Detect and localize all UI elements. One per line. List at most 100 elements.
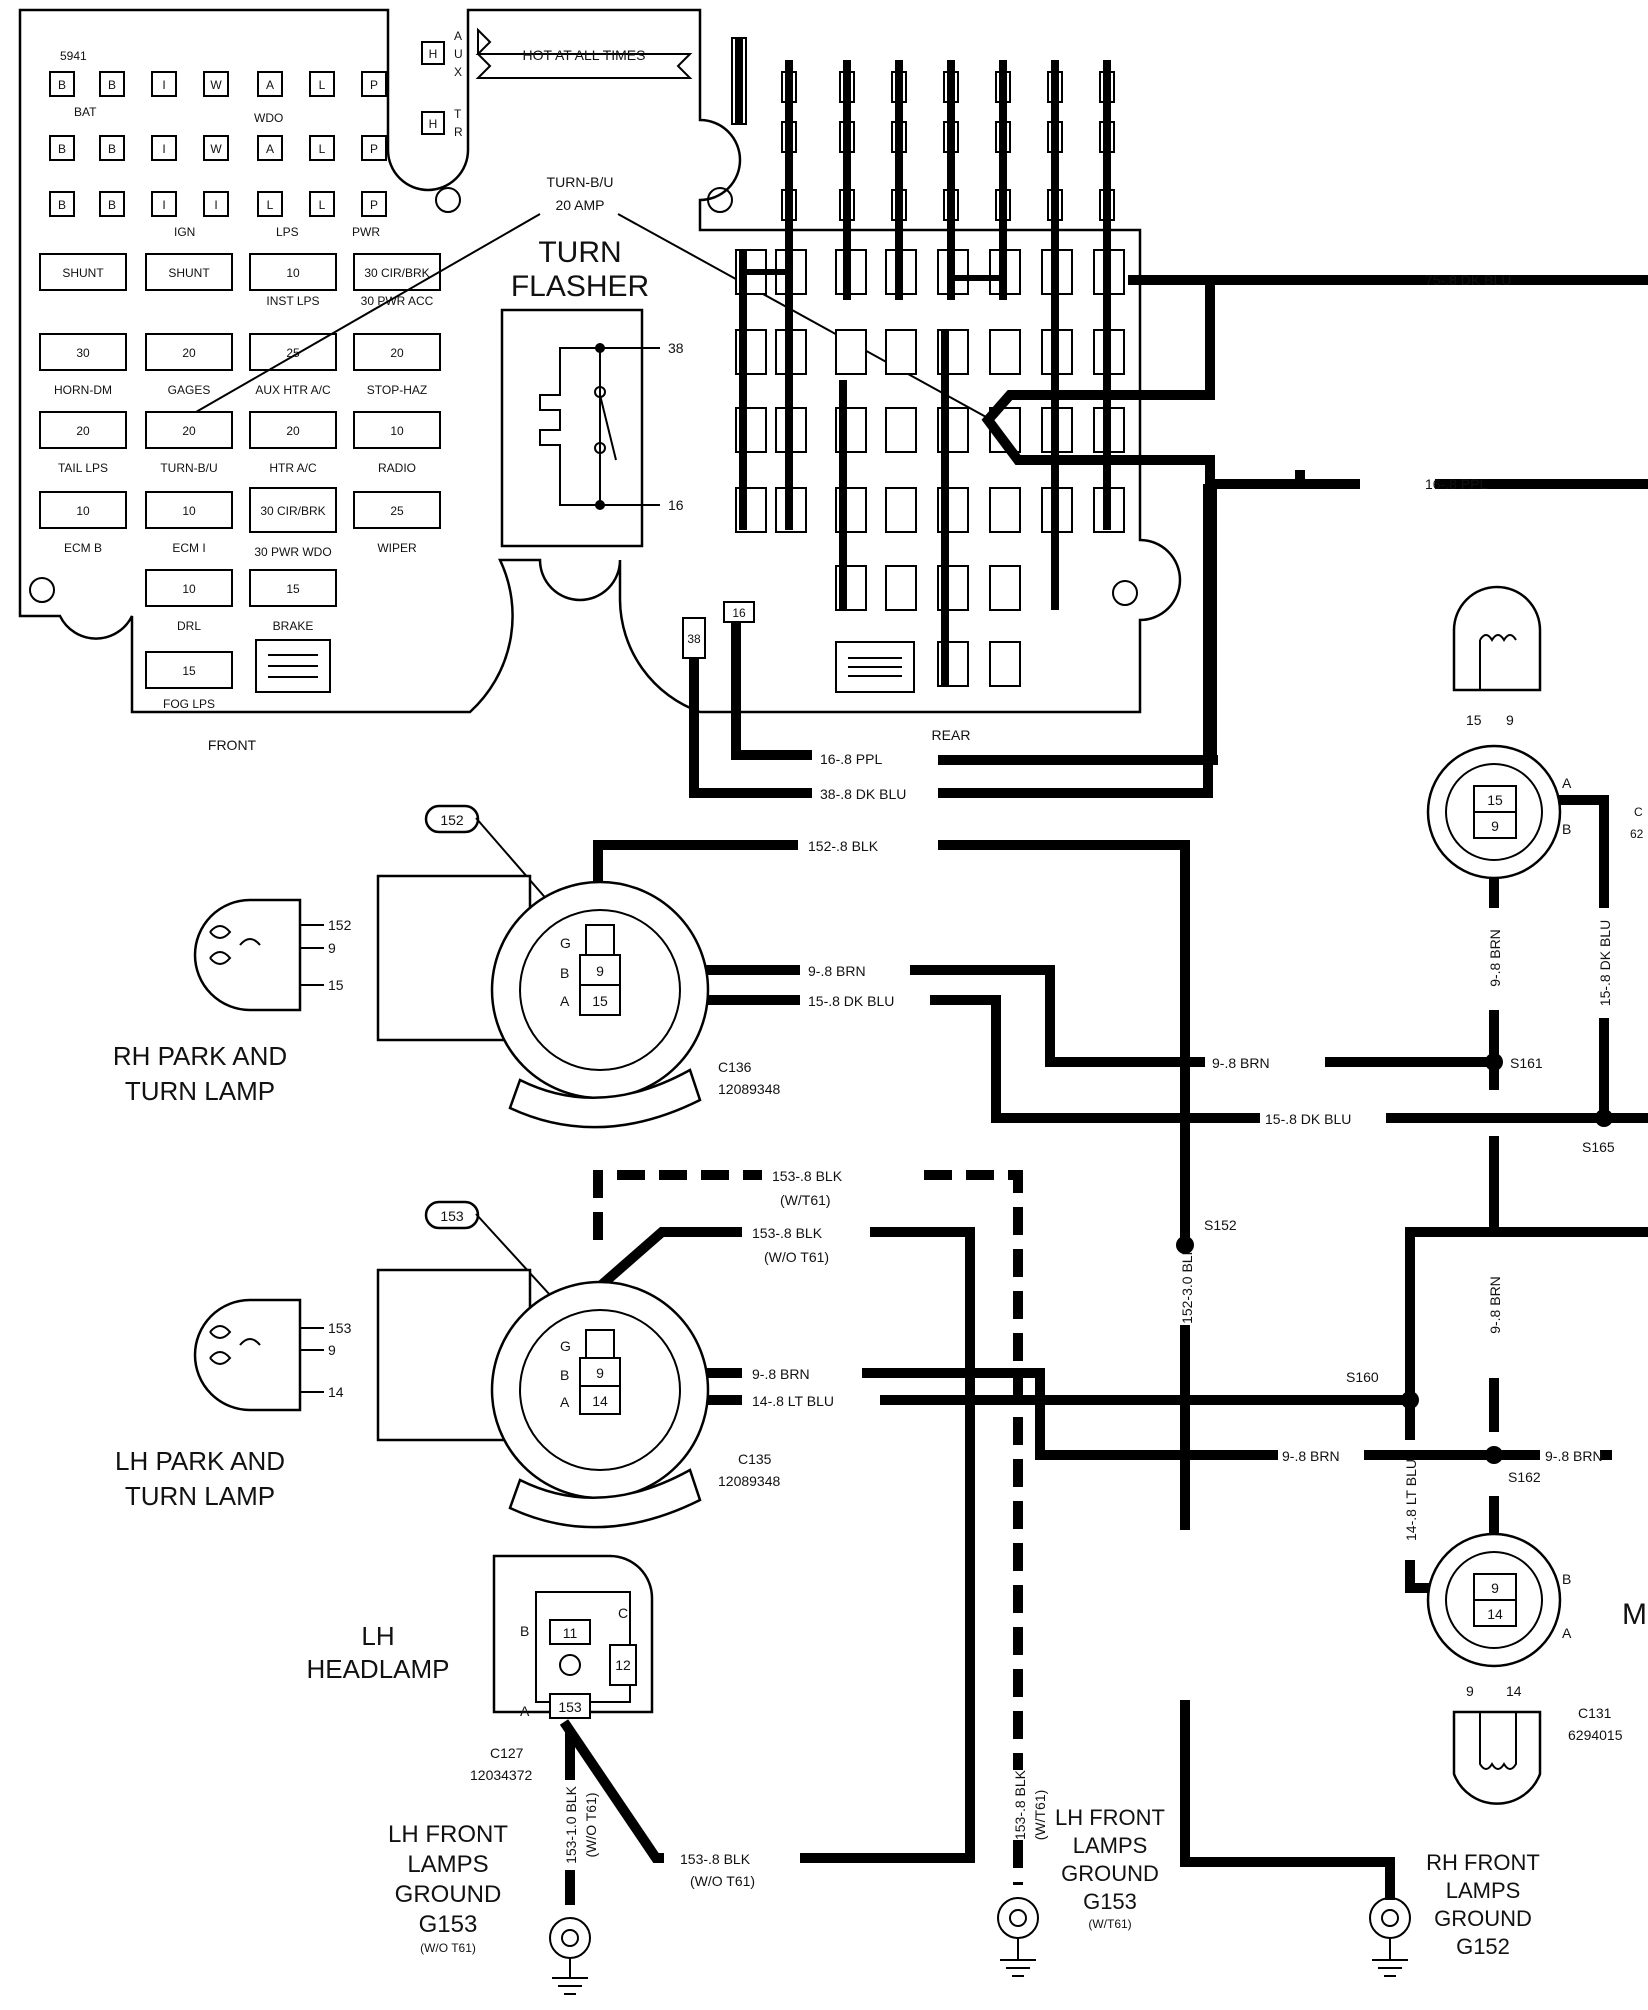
turn-bu-callout: TURN-B/U bbox=[547, 174, 614, 190]
terminal-g bbox=[585, 924, 615, 956]
svg-text:9: 9 bbox=[1466, 1683, 1474, 1699]
svg-text:15: 15 bbox=[328, 977, 344, 993]
svg-text:L: L bbox=[319, 142, 326, 156]
svg-text:I: I bbox=[162, 198, 165, 212]
svg-text:9: 9 bbox=[1506, 712, 1514, 728]
bulb-icon bbox=[193, 898, 302, 1012]
svg-text:RH FRONT: RH FRONT bbox=[1426, 1850, 1540, 1875]
svg-text:30 CIR/BRK: 30 CIR/BRK bbox=[260, 504, 325, 518]
connector-id: C136 bbox=[718, 1059, 752, 1075]
ground-eyelet-icon bbox=[997, 1897, 1039, 1939]
rh-side-marker-top: 15 9 15 9 A B C 62 bbox=[1426, 585, 1644, 880]
wire-label: (W/T61) bbox=[1032, 1790, 1048, 1841]
svg-text:9: 9 bbox=[328, 940, 336, 956]
wire-label: (W/O T61) bbox=[690, 1873, 755, 1889]
svg-text:B: B bbox=[108, 198, 116, 212]
svg-text:(W/O T61): (W/O T61) bbox=[420, 1941, 476, 1955]
splice-label: S165 bbox=[1582, 1139, 1615, 1155]
wire-label: 15-.8 DK BLU bbox=[1265, 1111, 1351, 1127]
wire-label: 38-.8 DK BLU bbox=[820, 786, 906, 802]
svg-text:L: L bbox=[319, 78, 326, 92]
svg-text:B: B bbox=[1562, 821, 1571, 837]
wire-label: 9-.8 BRN bbox=[1487, 1276, 1503, 1334]
svg-text:G: G bbox=[560, 1338, 571, 1354]
bulb-icon bbox=[193, 1298, 302, 1412]
svg-text:TAIL LPS: TAIL LPS bbox=[58, 461, 108, 475]
ground-eyelet-icon bbox=[1369, 1897, 1411, 1939]
wire-label: 15-.8 DK BLU bbox=[808, 993, 894, 1009]
front-label: FRONT bbox=[208, 737, 257, 753]
hot-label: HOT AT ALL TIMES bbox=[523, 47, 646, 63]
svg-text:C: C bbox=[618, 1605, 628, 1621]
svg-text:GROUND: GROUND bbox=[1061, 1861, 1159, 1886]
side-letter: X bbox=[454, 65, 462, 79]
ign-label: IGN bbox=[174, 225, 195, 239]
wire-label: 152-.8 BLK bbox=[808, 838, 879, 854]
wire-label: 9-.8 BRN bbox=[752, 1366, 810, 1382]
wire-label: 153-.8 BLK bbox=[1012, 1769, 1028, 1840]
lamp-title: LH PARK AND bbox=[115, 1446, 285, 1476]
splice-label: S152 bbox=[1204, 1217, 1237, 1233]
svg-text:20: 20 bbox=[286, 424, 300, 438]
wire-label: 9-.8 BRN bbox=[1282, 1448, 1340, 1464]
wire-label: 15-.8 DK BLU bbox=[1597, 920, 1613, 1006]
svg-text:I: I bbox=[162, 142, 165, 156]
svg-text:20: 20 bbox=[76, 424, 90, 438]
wire-label: 16-.8 PPL bbox=[820, 751, 882, 767]
svg-text:SHUNT: SHUNT bbox=[62, 266, 104, 280]
svg-text:L: L bbox=[267, 198, 274, 212]
svg-text:B: B bbox=[1562, 1571, 1571, 1587]
svg-text:A: A bbox=[560, 993, 570, 1009]
svg-text:B: B bbox=[58, 78, 66, 92]
fuse-grid: SHUNT SHUNT 10 30 CIR/BRK INST LPS 30 PW… bbox=[39, 253, 441, 711]
connector-part: 12089348 bbox=[718, 1081, 781, 1097]
wire-label: (W/T61) bbox=[780, 1192, 831, 1208]
svg-text:A: A bbox=[520, 1703, 530, 1719]
svg-text:STOP-HAZ: STOP-HAZ bbox=[367, 383, 427, 397]
wire-153-wt61 bbox=[593, 1170, 1023, 1885]
svg-text:C: C bbox=[1634, 805, 1643, 819]
svg-text:LAMPS: LAMPS bbox=[1446, 1878, 1521, 1903]
terminal-row-1: B B I W A L P BAT WDO bbox=[49, 71, 387, 125]
fuse-block-part-number: 5941 bbox=[60, 49, 87, 63]
terminal-row-3: B B I I L L P IGN LPS PWR bbox=[49, 191, 387, 239]
svg-text:153: 153 bbox=[328, 1320, 352, 1336]
connector-id: C135 bbox=[738, 1451, 772, 1467]
wire-label: 16-.8 PPL bbox=[1425, 476, 1487, 492]
ground-callout-label: 153 bbox=[440, 1208, 464, 1224]
wire-label: (W/O T61) bbox=[764, 1249, 829, 1265]
svg-text:10: 10 bbox=[390, 424, 404, 438]
svg-text:153: 153 bbox=[558, 1699, 582, 1715]
splice-dot bbox=[1485, 1446, 1503, 1464]
bulb-icon bbox=[1452, 1710, 1542, 1805]
terminal-14 bbox=[579, 1385, 621, 1415]
svg-text:B: B bbox=[58, 142, 66, 156]
aux-h-label: H bbox=[429, 47, 438, 61]
svg-text:10: 10 bbox=[286, 266, 300, 280]
wire-label: 153-1.0 BLK bbox=[563, 1785, 579, 1863]
ground-callout-label: 152 bbox=[440, 812, 464, 828]
ground-g152: RH FRONT LAMPS GROUND G152 bbox=[1369, 1850, 1540, 1977]
svg-text:B: B bbox=[520, 1623, 529, 1639]
bat-label: BAT bbox=[74, 105, 97, 119]
svg-text:P: P bbox=[370, 142, 378, 156]
wire-38 bbox=[689, 658, 1213, 798]
connector-part: 12089348 bbox=[718, 1473, 781, 1489]
wire-label: 9-.8 BRN bbox=[808, 963, 866, 979]
svg-text:15: 15 bbox=[1466, 712, 1482, 728]
svg-text:25: 25 bbox=[286, 346, 300, 360]
svg-text:B: B bbox=[58, 198, 66, 212]
svg-text:G153: G153 bbox=[1083, 1889, 1137, 1914]
side-letter: U bbox=[454, 47, 463, 61]
lamp-title: TURN LAMP bbox=[125, 1076, 275, 1106]
svg-text:FOG LPS: FOG LPS bbox=[163, 697, 215, 711]
svg-text:A: A bbox=[266, 78, 274, 92]
terminal-row-2: B B I W A L P bbox=[49, 135, 387, 161]
wire-9-rh bbox=[646, 965, 1495, 1067]
side-letter: A bbox=[454, 29, 462, 43]
wire-152-30 bbox=[1180, 1325, 1395, 1900]
headlamp-title: LH bbox=[361, 1621, 394, 1651]
flasher-pin: 38 bbox=[668, 340, 684, 356]
svg-text:14: 14 bbox=[1506, 1683, 1522, 1699]
svg-text:A: A bbox=[560, 1394, 570, 1410]
